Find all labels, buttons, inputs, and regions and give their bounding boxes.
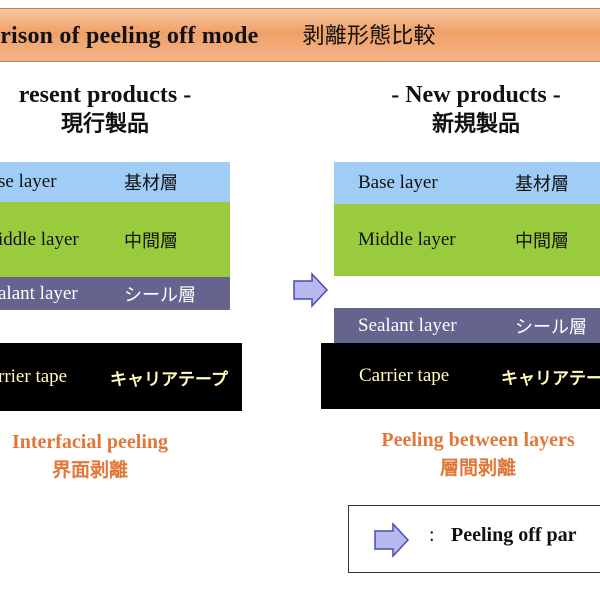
new-carrier-label-en: Carrier tape (359, 365, 450, 386)
new-sealant-label-en: Sealant layer (358, 315, 457, 336)
present-middle-label-ja: 中間層 (124, 230, 178, 252)
new-caption-japanese: 層間剥離 (439, 457, 516, 479)
new-middle-label-en: Middle layer (358, 229, 456, 250)
present-caption-japanese: 界面剥離 (51, 459, 128, 481)
present-middle-label-en: iddle layer (0, 228, 79, 250)
new-carrier-tape: Carrier tape キャリアテープ (321, 343, 600, 409)
legend-label: Peeling off par (451, 524, 577, 546)
new-carrier-label-ja: キャリアテープ (501, 368, 600, 389)
new-base-label-en: Base layer (358, 172, 438, 193)
present-base-label-ja: 基材層 (124, 173, 178, 194)
new-caption-english: Peeling between layers (381, 429, 575, 451)
present-base-layer: se layer 基材層 (0, 162, 230, 202)
present-sealant-label-ja: シール層 (124, 284, 196, 306)
new-peeling-caption: Peeling between layers 層間剥離 (350, 426, 600, 482)
new-sealant-label-ja: シール層 (515, 317, 587, 338)
present-middle-layer: iddle layer 中間層 (0, 202, 230, 277)
present-sealant-layer: alant layer シール層 (0, 277, 230, 310)
title-english: arison of peeling off mode (0, 23, 259, 49)
new-heading-english: - New products - (391, 82, 561, 108)
title-banner (0, 8, 600, 62)
new-middle-label-ja: 中間層 (515, 231, 569, 252)
new-middle-layer: Middle layer 中間層 (334, 204, 600, 276)
present-carrier-tape: rrier tape キャリアテープ (0, 343, 242, 411)
present-heading-japanese: 現行製品 (60, 112, 149, 137)
right-arrow-icon (293, 272, 329, 308)
present-products-heading: resent products - 現行製品 (0, 80, 220, 140)
present-caption-english: Interfacial peeling (11, 431, 169, 453)
legend-box: : Peeling off par (348, 505, 600, 573)
title-japanese: 剥離形態比較 (302, 24, 436, 49)
present-carrier-label-ja: キャリアテープ (110, 369, 228, 390)
present-carrier-label-en: rrier tape (0, 366, 68, 387)
present-sealant-label-en: alant layer (0, 282, 78, 304)
new-heading-japanese: 新規製品 (431, 112, 520, 137)
present-base-label-en: se layer (0, 171, 57, 192)
new-products-heading: - New products - 新規製品 (346, 80, 600, 140)
new-base-label-ja: 基材層 (515, 174, 569, 195)
new-sealant-layer: Sealant layer シール層 (334, 308, 600, 344)
present-peeling-caption: Interfacial peeling 界面剥離 (0, 428, 190, 484)
legend-colon: : (429, 524, 435, 546)
present-heading-english: resent products - (18, 82, 192, 108)
new-base-layer: Base layer 基材層 (334, 162, 600, 204)
slide-title: arison of peeling off mode 剥離形態比較 (0, 18, 600, 50)
legend-right-arrow-icon (374, 522, 410, 558)
